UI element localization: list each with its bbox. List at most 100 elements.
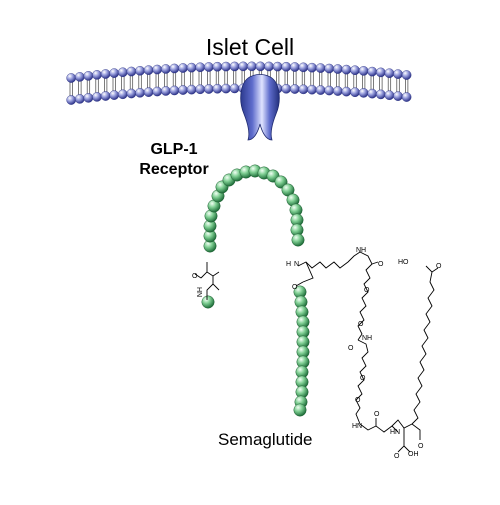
lipid-head [350, 87, 360, 98]
cell-membrane [66, 61, 412, 105]
atom-o-4: O [358, 321, 364, 328]
lipid-head [246, 61, 257, 72]
lipid-head [298, 62, 309, 73]
lipid-head [178, 63, 188, 73]
lipid-head [307, 84, 317, 95]
page-title: Islet Cell [205, 34, 295, 60]
atom-oh-1: OH [408, 451, 419, 458]
atom-o-11: O [436, 263, 442, 270]
lipid-head [169, 63, 180, 74]
lipid-head [92, 70, 102, 80]
lipid-head [315, 63, 326, 73]
lipid-head [143, 65, 154, 75]
lipid-head [358, 66, 369, 76]
lipid-head [393, 69, 403, 79]
atom-o-10: O [394, 453, 400, 460]
lipid-head [264, 61, 274, 72]
lipid-head [126, 66, 137, 77]
lipid-head [229, 61, 240, 72]
lipid-head [186, 62, 197, 73]
lipid-head [118, 89, 128, 100]
atom-n-1: N [294, 261, 299, 268]
lipid-head [298, 84, 309, 95]
lipid-head [341, 86, 352, 97]
lipid-head [212, 61, 223, 72]
lipid-head [169, 85, 180, 96]
amino-acid-bead [291, 233, 305, 247]
peptide-chain [201, 164, 310, 417]
lipid-head [307, 62, 317, 73]
atom-nh-2: NH [362, 335, 372, 342]
lipid-head [358, 88, 369, 98]
lipid-head [160, 86, 171, 96]
lipid-head [83, 71, 94, 81]
lipid-head [212, 83, 223, 94]
lipid-head [143, 87, 154, 97]
lipid-head [135, 65, 145, 76]
lipid-head [401, 70, 412, 80]
lipid-head [384, 68, 395, 79]
lipid-head [152, 86, 162, 97]
lipid-head [332, 64, 343, 74]
receptor-label-line2: Receptor [139, 161, 209, 178]
atom-o-3: O [364, 287, 370, 294]
lipid-head [186, 84, 197, 95]
lipid-head [375, 89, 386, 100]
lipid-head [238, 61, 248, 72]
lipid-head [126, 88, 137, 99]
lipid-head [152, 64, 162, 75]
lipid-head [92, 92, 102, 102]
lipid-head [384, 90, 395, 101]
lipid-head [66, 73, 76, 83]
lipid-head [83, 93, 94, 103]
lipid-head [350, 65, 360, 76]
atom-o-1: O [292, 284, 298, 291]
atom-o-12: O [192, 273, 198, 280]
lipid-head [100, 91, 111, 101]
lipid-head [367, 66, 378, 77]
lipid-head [289, 84, 300, 94]
lipid-head [203, 84, 214, 94]
lipid-head [324, 85, 335, 96]
lipid-head [75, 72, 85, 82]
lipid-head [281, 61, 292, 72]
atom-hn-1: HN [352, 423, 362, 430]
lipid-head [75, 94, 85, 104]
lipid-head [203, 62, 214, 72]
atom-o-2: O [378, 261, 384, 268]
atom-o-6: O [360, 375, 366, 382]
chemical-structure [194, 251, 439, 453]
lipid-head [195, 62, 205, 73]
atom-o-7: O [355, 397, 361, 404]
lipid-head [221, 61, 231, 72]
lipid-head [375, 67, 386, 78]
lipid-head [332, 86, 343, 96]
atom-h-1: H [286, 261, 291, 268]
amino-acid-bead [201, 295, 215, 309]
lipid-head [272, 61, 283, 72]
lipid-head [367, 88, 378, 99]
lipid-head [393, 91, 403, 101]
lipid-head [178, 85, 188, 95]
lipid-head [289, 62, 300, 72]
lipid-head [324, 63, 335, 74]
atom-o-5: O [348, 345, 354, 352]
lipid-head [66, 95, 76, 105]
lipid-head [401, 92, 412, 102]
amino-acid-bead [293, 403, 307, 417]
lipid-head [135, 87, 145, 98]
glp1-receptor [240, 74, 280, 141]
lipid-head [229, 83, 240, 94]
drug-label: Semaglutide [218, 430, 313, 449]
lipid-head [118, 67, 128, 78]
atom-o-8: O [374, 411, 380, 418]
lipid-head [160, 64, 171, 74]
atom-ho-1: HO [398, 259, 409, 266]
lipid-head [315, 85, 326, 95]
lipid-head [100, 69, 111, 79]
lipid-head [109, 90, 119, 100]
lipid-head [109, 68, 119, 78]
lipid-head [341, 64, 352, 75]
